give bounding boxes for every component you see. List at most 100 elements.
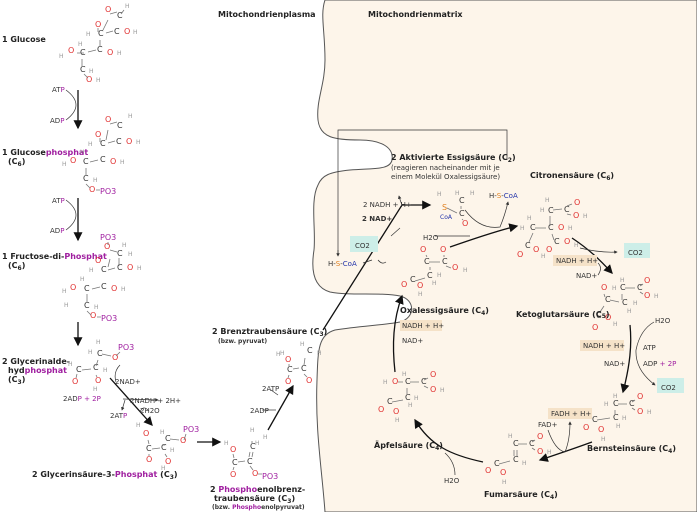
- svg-text:C: C: [117, 263, 123, 272]
- atp-out-line: [270, 389, 279, 396]
- svg-text:H: H: [250, 427, 255, 434]
- acetyl-transport-line: [337, 129, 508, 255]
- svg-text:H: H: [89, 68, 94, 75]
- svg-text:H: H: [89, 267, 94, 274]
- svg-text:O: O: [558, 223, 564, 232]
- svg-text:O: O: [485, 466, 491, 475]
- svg-text:O: O: [517, 250, 523, 259]
- svg-text:H: H: [455, 190, 460, 197]
- svg-text:C: C: [98, 29, 104, 38]
- nad-label-3: NAD+: [402, 337, 423, 345]
- svg-text:H: H: [255, 440, 260, 447]
- svg-text:1 Glucose: 1 Glucose: [2, 35, 46, 44]
- svg-text:O: O: [430, 385, 436, 394]
- svg-text:2 Glycerinsäure-3-Phosphat (C3: 2 Glycerinsäure-3-Phosphat (C3): [32, 470, 178, 481]
- svg-text:O: O: [70, 156, 76, 165]
- svg-text:H: H: [395, 417, 400, 424]
- svg-text:O: O: [89, 185, 95, 194]
- svg-text:O: O: [110, 157, 116, 166]
- svg-text:C: C: [613, 413, 619, 422]
- svg-text:H: H: [125, 3, 130, 10]
- svg-text:H: H: [62, 161, 67, 168]
- hscoa-in-line: [362, 259, 373, 264]
- glucose-label: 1 Glucose: [2, 35, 46, 44]
- svg-text:H: H: [502, 479, 507, 486]
- atp-label-2: ATP: [52, 197, 65, 205]
- svg-text:O: O: [644, 291, 650, 300]
- svg-text:C: C: [459, 209, 465, 218]
- svg-text:O: O: [230, 470, 236, 479]
- co2-box-1: [624, 243, 650, 258]
- svg-text:O: O: [546, 245, 552, 254]
- svg-text:C: C: [548, 206, 554, 215]
- nad-label-glycolysis: 2NAD+: [115, 378, 141, 386]
- matrix-label: Mitochondrienmatrix: [368, 10, 463, 19]
- svg-text:H: H: [96, 339, 101, 346]
- pyruvate-atp-label: 2ATP: [262, 385, 279, 393]
- svg-text:C: C: [165, 434, 171, 443]
- svg-text:H: H: [276, 351, 281, 358]
- svg-text:H: H: [612, 285, 617, 292]
- svg-text:H: H: [128, 113, 133, 120]
- svg-text:O: O: [143, 429, 149, 438]
- svg-text:O: O: [285, 355, 291, 364]
- svg-text:H: H: [137, 265, 142, 272]
- svg-text:O: O: [440, 245, 446, 254]
- co2-box-2: [657, 378, 684, 393]
- svg-text:2 Phosphoenolbrenz-: 2 Phosphoenolbrenz-: [210, 485, 305, 494]
- nadh-out-arrow: [122, 398, 159, 402]
- svg-text:H: H: [224, 440, 229, 447]
- svg-text:H: H: [622, 415, 627, 422]
- oxaloacetate-label: Oxalessigsäure (C4): [400, 306, 489, 317]
- svg-text:(bzw. pyruvat): (bzw. pyruvat): [218, 338, 267, 345]
- svg-text:O: O: [392, 377, 398, 386]
- cycle-hscoa-label: H-S-CoA: [489, 192, 518, 200]
- svg-text:C: C: [592, 415, 598, 424]
- svg-text:C: C: [554, 237, 560, 246]
- nadh-label-2: NADH + H+: [583, 342, 625, 350]
- svg-text:O: O: [583, 423, 589, 432]
- water-curve: [139, 407, 149, 413]
- svg-text:H: H: [93, 386, 98, 393]
- svg-text:H: H: [440, 387, 445, 394]
- svg-text:H: H: [117, 50, 122, 57]
- svg-text:C: C: [116, 137, 122, 146]
- svg-text:H: H: [161, 465, 166, 472]
- co2-label-2: CO2: [661, 384, 676, 392]
- glucose-phosphate-label: 1 Glucosephosphat (C6): [2, 148, 88, 168]
- svg-text:O: O: [637, 407, 643, 416]
- svg-text:H: H: [418, 291, 423, 298]
- svg-text:O: O: [230, 445, 236, 454]
- svg-text:C: C: [530, 223, 536, 232]
- svg-text:H: H: [574, 242, 579, 249]
- svg-text:H: H: [59, 53, 64, 60]
- svg-text:O: O: [378, 405, 384, 414]
- svg-text:H: H: [88, 141, 93, 148]
- adp-p-label: 2ADP + 2P: [63, 395, 101, 403]
- svg-text:H: H: [133, 29, 138, 36]
- nadh-box-1: [553, 255, 597, 266]
- link-co2-label: CO2: [355, 242, 370, 250]
- atp-label-cycle: ATP: [643, 344, 656, 352]
- atp-label-1: ATP: [52, 86, 65, 94]
- svg-text:C: C: [117, 121, 123, 130]
- svg-text:H: H: [408, 402, 413, 409]
- svg-text:C: C: [117, 249, 123, 258]
- svg-text:C: C: [114, 27, 120, 36]
- svg-text:C: C: [513, 439, 519, 448]
- adp-label-2: ADP: [50, 227, 64, 235]
- nad-curve-1: [597, 262, 601, 276]
- nadh-out-line: [397, 195, 403, 206]
- svg-text:H: H: [120, 159, 125, 166]
- svg-text:C: C: [525, 241, 531, 250]
- nadh-label-glycolysis: 2NADH + 2H+: [130, 397, 181, 405]
- svg-text:O: O: [146, 455, 152, 464]
- svg-text:H: H: [88, 349, 93, 356]
- svg-text:H: H: [93, 177, 98, 184]
